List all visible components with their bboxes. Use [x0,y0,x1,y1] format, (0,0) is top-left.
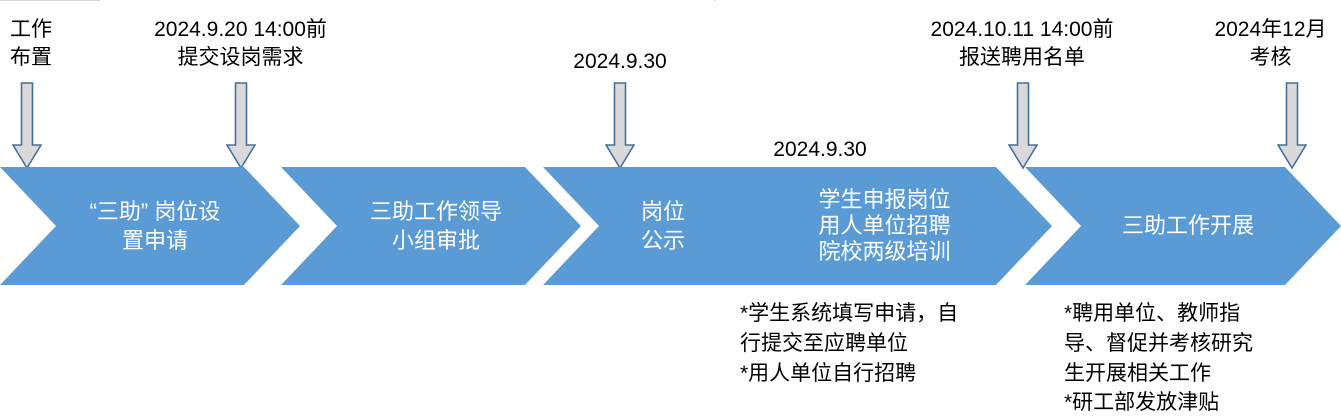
process-chevron-band: “三助” 岗位设 置申请 三助工作领导 小组审批 岗位 公示 学生申报岗位 用人… [0,167,1341,285]
label-assessment-date: 2024年12月 考核 [1214,18,1327,69]
down-arrow-icon-1 [12,82,42,170]
label-publicity-date: 2024.9.30 [573,50,667,73]
label-post-demand-due: 2024.9.20 14:00前 提交设岗需求 [154,18,327,69]
top-hairline-right [714,0,716,1]
process-step-1[interactable]: “三助” 岗位设 置申请 [0,167,300,285]
down-arrow-icon-4 [1008,82,1038,170]
label-work-assignment: 工作 布置 [10,18,52,69]
process-step-4[interactable]: 学生申报岗位 用人单位招聘 院校两级培训 [707,167,1052,285]
down-arrow-icon-2 [226,82,256,170]
label-apply-date: 2024.9.30 [773,138,867,161]
note-step-4: *学生系统填写申请，自 行提交至应聘单位 *用人单位自行招聘 [740,302,959,385]
down-arrow-icon-3 [605,82,635,170]
label-hire-list-due: 2024.10.11 14:00前 报送聘用名单 [930,18,1114,69]
note-step-5: *聘用单位、教师指 导、督促并考核研究 生开展相关工作 *研工部发放津贴 [1064,302,1253,415]
down-arrow-icon-5 [1277,82,1307,170]
process-step-5[interactable]: 三助工作开展 [1025,167,1341,285]
top-hairline-left [0,0,100,1]
process-step-2[interactable]: 三助工作领导 小组审批 [281,167,581,285]
